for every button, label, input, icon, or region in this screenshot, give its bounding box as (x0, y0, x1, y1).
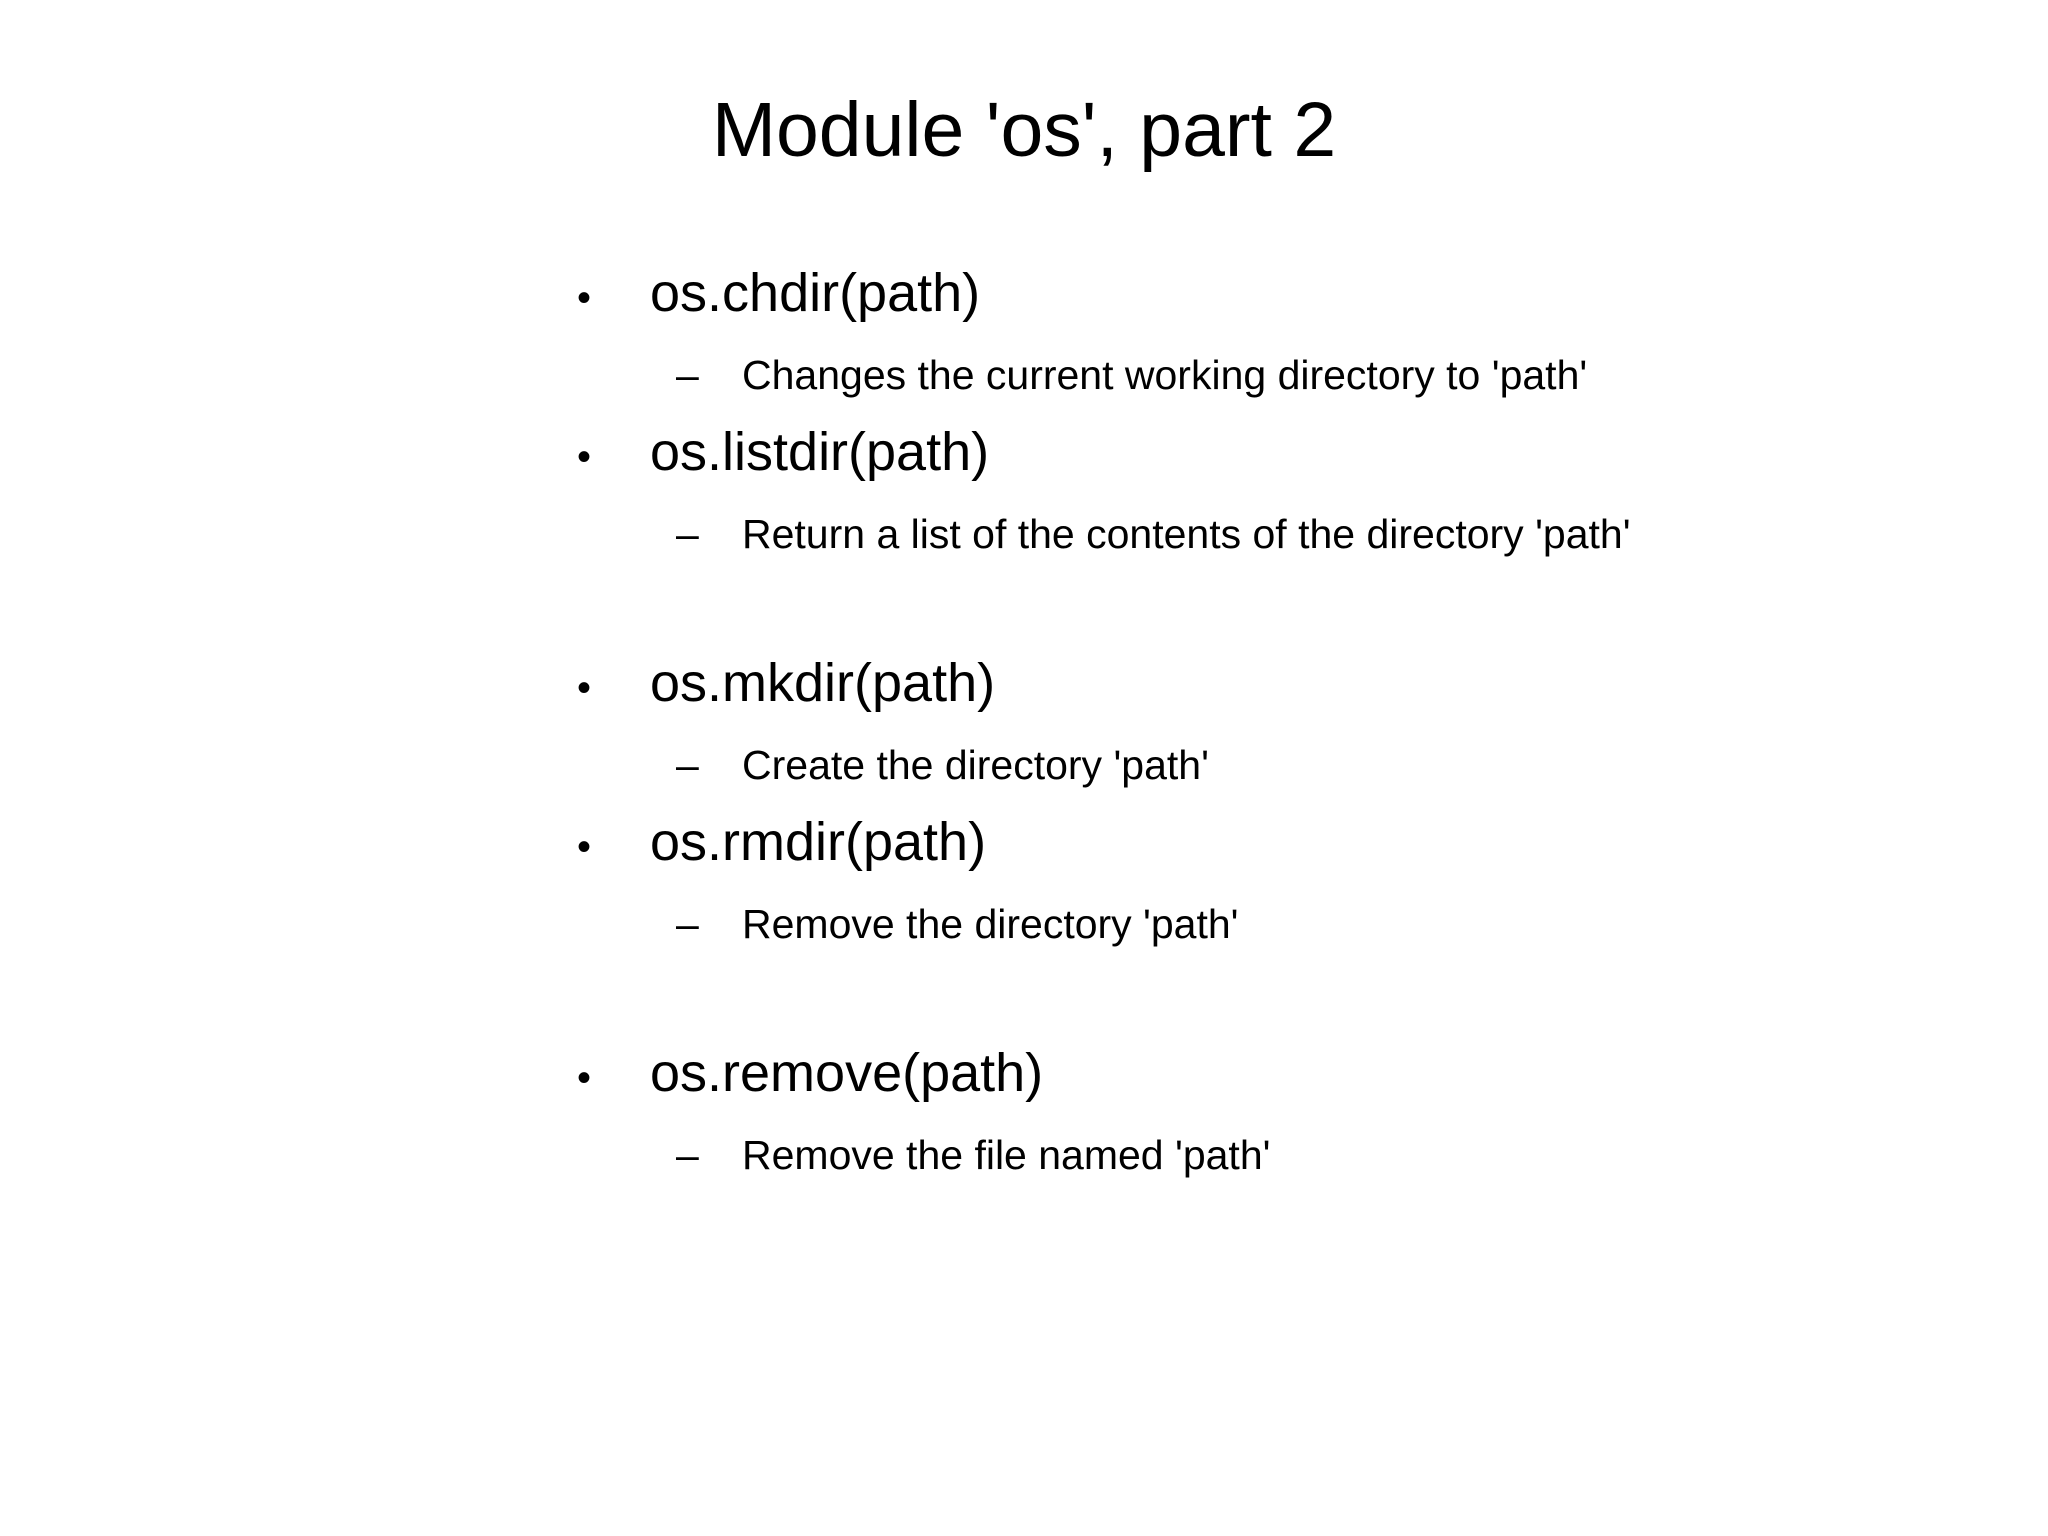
sub-bullet-item: –Remove the file named 'path' (676, 1117, 2008, 1194)
bullet-marker: • (577, 666, 592, 710)
dash-marker: – (676, 352, 699, 398)
bullet-item: • os.listdir(path) (577, 414, 2008, 496)
bullet-text: os.rmdir(path) (650, 812, 987, 872)
bullet-text: Create the directory 'path' (742, 742, 1209, 788)
dash-marker: – (676, 742, 699, 788)
dash-marker: – (676, 1132, 699, 1178)
bullet-text: Remove the directory 'path' (742, 901, 1239, 947)
sub-bullet-item: –Changes the current working directory t… (676, 337, 2008, 414)
bullet-text: os.mkdir(path) (650, 653, 996, 713)
bullet-item: • os.rmdir(path) (577, 804, 2008, 886)
sub-bullet-item: –Create the directory 'path' (676, 727, 2008, 804)
sub-bullet-item: –Remove the directory 'path' (676, 886, 2008, 963)
bullet-list: •os.chdir(path)–Changes the current work… (577, 255, 2008, 1194)
bullet-item: • os.remove(path) (577, 1035, 2008, 1117)
bullet-text: os.remove(path) (650, 1043, 1044, 1103)
bullet-spacer (577, 573, 2008, 645)
bullet-text: os.chdir(path) (650, 263, 981, 323)
bullet-marker: • (577, 435, 592, 479)
bullet-marker: • (577, 1056, 592, 1100)
bullet-text: Changes the current working directory to… (742, 352, 1588, 398)
bullet-spacer (577, 963, 2008, 1035)
sub-bullet-item: –Return a list of the contents of the di… (676, 496, 2008, 573)
bullet-item: • os.chdir(path) (577, 255, 2008, 337)
bullet-marker: • (577, 276, 592, 320)
dash-marker: – (676, 511, 699, 557)
slide-title: Module 'os', part 2 (711, 87, 1337, 173)
bullet-text: os.listdir(path) (650, 422, 990, 482)
bullet-marker: • (577, 825, 592, 869)
dash-marker: – (676, 901, 699, 947)
bullet-text: Remove the file named 'path' (742, 1132, 1271, 1178)
bullet-item: • os.mkdir(path) (577, 645, 2008, 727)
bullet-text: Return a list of the contents of the dir… (742, 511, 1631, 557)
